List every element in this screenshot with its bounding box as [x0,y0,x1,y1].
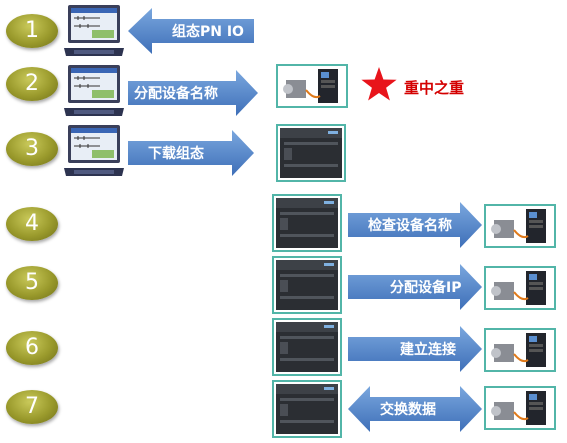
step-badge-4: 4 [6,207,58,241]
servo-drive-image [484,204,556,248]
step-7-label: 交换数据 [380,402,436,418]
step-3-label: 下载组态 [148,146,204,162]
plc-image [272,256,342,314]
step-badge-3: 3 [6,132,58,166]
plc-image [272,380,342,438]
step-badge-2: 2 [6,67,58,101]
step-1-label: 组态PN IO [172,24,244,40]
servo-drive-image [484,266,556,310]
red-star-icon [360,66,398,104]
step-5-arrow: 分配设备IP [348,264,482,310]
step-badge-5: 5 [6,266,58,300]
step-4-label: 检查设备名称 [368,218,452,234]
plc-image [272,318,342,376]
servo-drive-image [276,64,348,108]
step-badge-7: 7 [6,390,58,424]
step-1-arrow: 组态PN IO [128,8,254,54]
step-3-arrow: 下载组态 [128,130,254,176]
step-7-arrow: 交换数据 [348,386,482,432]
computer-icon [62,64,126,122]
step-6-label: 建立连接 [400,342,456,358]
step-5-label: 分配设备IP [390,280,462,296]
highlight-label: 重中之重 [404,79,465,97]
computer-icon [62,124,126,182]
step-6-arrow: 建立连接 [348,326,482,372]
computer-icon [62,4,126,62]
step-2-label: 分配设备名称 [134,86,218,102]
plc-image [272,194,342,252]
servo-drive-image [484,386,556,430]
step-4-arrow: 检查设备名称 [348,202,482,248]
servo-drive-image [484,328,556,372]
step-badge-6: 6 [6,331,58,365]
plc-image [276,124,346,182]
step-2-arrow: 分配设备名称 [128,70,258,116]
step-badge-1: 1 [6,14,58,48]
